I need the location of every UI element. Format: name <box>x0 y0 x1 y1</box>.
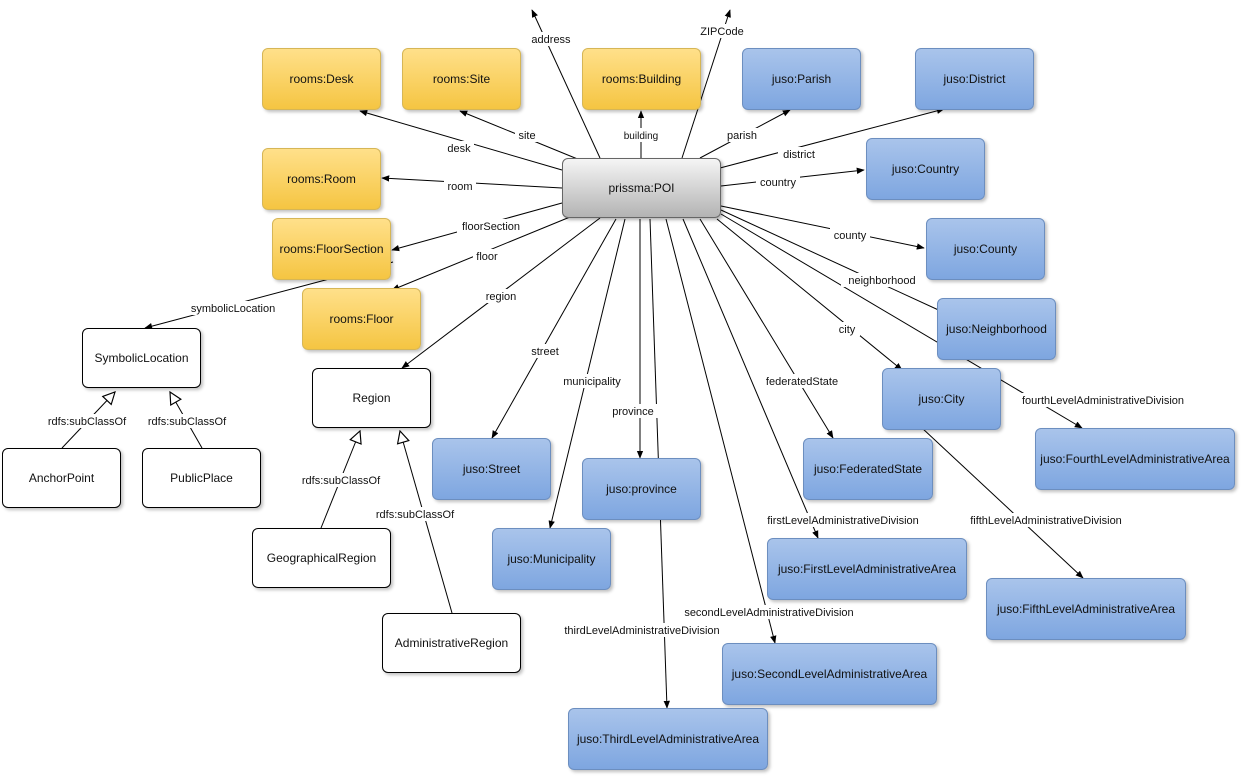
node-rooms-floorsection: rooms:FloorSection <box>272 218 391 280</box>
node-juso-parish: juso:Parish <box>742 48 861 110</box>
node-anchorpoint: AnchorPoint <box>2 448 121 508</box>
node-juso-province: juso:province <box>582 458 701 520</box>
label-first: firstLevelAdministrativeDivision <box>767 515 919 527</box>
label-country: country <box>760 177 797 189</box>
label-subclass-publicplace: rdfs:subClassOf <box>148 416 227 428</box>
node-rooms-site: rooms:Site <box>402 48 521 110</box>
node-juso-district: juso:District <box>915 48 1034 110</box>
edge-subclass-administrative <box>400 431 453 614</box>
node-region: Region <box>312 368 431 428</box>
node-juso-thirdlevel: juso:ThirdLevelAdministrativeArea <box>568 708 768 770</box>
edge-street <box>491 218 617 439</box>
label-fourth: fourthLevelAdministrativeDivision <box>1022 395 1184 407</box>
edge-municipality <box>548 218 626 529</box>
label-parish: parish <box>727 130 757 142</box>
label-floor: floor <box>476 251 498 263</box>
node-rooms-floor: rooms:Floor <box>302 288 421 350</box>
label-site: site <box>518 130 535 142</box>
node-rooms-room: rooms:Room <box>262 148 381 210</box>
node-juso-secondlevel: juso:SecondLevelAdministrativeArea <box>722 643 937 705</box>
edge-fifth <box>921 427 1084 579</box>
node-juso-city: juso:City <box>882 368 1001 430</box>
label-room: room <box>447 181 472 193</box>
label-neighborhood: neighborhood <box>848 275 915 287</box>
edge-neighborhood <box>720 209 946 314</box>
node-rooms-building: rooms:Building <box>582 48 701 110</box>
edge-second <box>665 218 777 644</box>
edge-desk <box>359 109 563 171</box>
edge-first <box>682 218 819 539</box>
node-juso-country: juso:Country <box>866 138 985 200</box>
node-publicplace: PublicPlace <box>142 448 261 508</box>
label-second: secondLevelAdministrativeDivision <box>684 607 853 619</box>
node-juso-street: juso:Street <box>432 438 551 500</box>
node-juso-fifthlevel: juso:FifthLevelAdministrativeArea <box>986 578 1186 640</box>
label-fifth: fifthLevelAdministrativeDivision <box>970 515 1122 527</box>
node-juso-fourthlevel: juso:FourthLevelAdministrativeArea <box>1035 428 1235 490</box>
node-rooms-desk: rooms:Desk <box>262 48 381 110</box>
label-symboliclocation: symbolicLocation <box>191 303 275 315</box>
node-geographicalregion: GeographicalRegion <box>252 528 391 588</box>
edge-federatedstate <box>699 218 834 439</box>
label-desk: desk <box>447 143 471 155</box>
label-third: thirdLevelAdministrativeDivision <box>564 625 719 637</box>
label-subclass-administrative: rdfs:subClassOf <box>376 509 455 521</box>
node-juso-county: juso:County <box>926 218 1045 280</box>
label-subclass-geographical: rdfs:subClassOf <box>302 475 381 487</box>
label-region: region <box>486 291 517 303</box>
label-municipality: municipality <box>563 376 621 388</box>
edge-city <box>716 218 903 371</box>
label-building: building <box>624 131 658 142</box>
label-address: address <box>531 34 571 46</box>
label-subclass-anchorpoint: rdfs:subClassOf <box>48 416 127 428</box>
label-federatedstate: federatedState <box>766 376 838 388</box>
edge-district <box>719 107 945 169</box>
label-street: street <box>531 346 559 358</box>
label-province: province <box>612 406 654 418</box>
edge-fourth <box>720 213 1083 429</box>
node-prissma-poi: prissma:POI <box>562 158 721 218</box>
node-juso-municipality: juso:Municipality <box>492 528 611 590</box>
node-administrativeregion: AdministrativeRegion <box>382 613 521 673</box>
label-floorsection: floorSection <box>462 221 520 233</box>
node-juso-firstlevel: juso:FirstLevelAdministrativeArea <box>767 538 967 600</box>
label-zipcode: ZIPCode <box>700 26 743 38</box>
label-district: district <box>783 149 815 161</box>
node-juso-neighborhood: juso:Neighborhood <box>937 298 1056 360</box>
node-symboliclocation: SymbolicLocation <box>82 328 201 388</box>
edge-county <box>720 205 925 250</box>
node-juso-federatedstate: juso:FederatedState <box>803 438 933 500</box>
label-county: county <box>834 230 867 242</box>
label-city: city <box>839 324 856 336</box>
